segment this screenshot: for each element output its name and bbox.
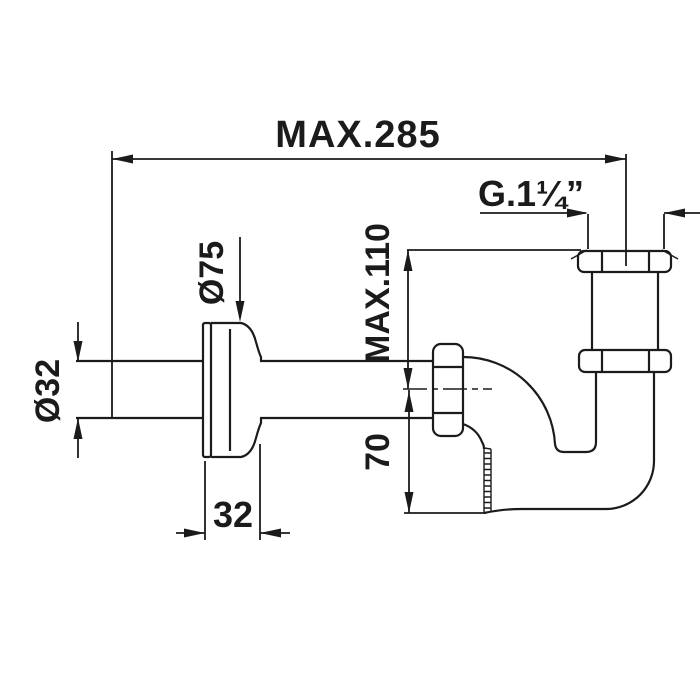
- dimension-overall-length: MAX.285: [111, 114, 627, 418]
- flange-width-label: 32: [213, 494, 253, 535]
- tailpiece: [570, 249, 679, 374]
- pipe-diameter-label: Ø32: [29, 359, 67, 423]
- dimension-max-height: MAX.110: [359, 223, 581, 389]
- threaded-strip: [483, 447, 492, 513]
- dimension-flange-width: 32: [176, 444, 290, 540]
- trap-assembly: [76, 249, 679, 515]
- dimension-thread-size: G.1¼”: [478, 173, 700, 249]
- trap-depth-label: 70: [359, 433, 397, 471]
- dimension-trap-depth: 70: [359, 390, 486, 514]
- escutcheon-flange: [201, 321, 263, 459]
- dimension-pipe-diameter: Ø32: [29, 322, 83, 458]
- union-nut: [431, 342, 465, 438]
- wall-outlet-pipe: [76, 359, 433, 420]
- thread-size-label: G.1¼”: [478, 173, 584, 214]
- max-height-label: MAX.110: [359, 223, 397, 363]
- dimension-flange-diameter: Ø75: [193, 237, 245, 322]
- trap-body: [403, 355, 656, 515]
- overall-length-label: MAX.285: [275, 114, 440, 156]
- tailpiece-lower-nut: [577, 348, 673, 374]
- flange-diameter-label: Ø75: [193, 241, 231, 305]
- tailpiece-top-nut: [570, 249, 679, 274]
